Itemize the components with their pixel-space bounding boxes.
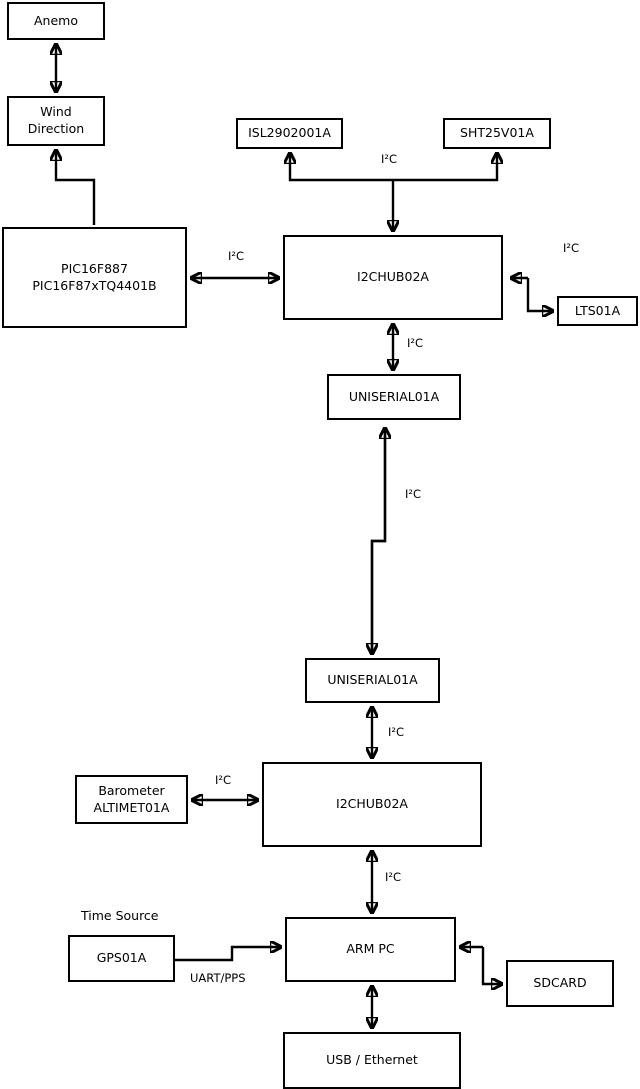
wire-hubtop-to-lts: [526, 278, 553, 311]
node-label-arm-pc: ARM PC: [346, 941, 395, 957]
node-lts01a[interactable]: LTS01A: [557, 296, 638, 326]
node-label-i2chub02a-bottom: I2CHUB02A: [336, 796, 408, 812]
node-label-lts01a: LTS01A: [574, 302, 621, 318]
node-arm-pc[interactable]: ARM PC: [285, 917, 456, 982]
node-barometer-altimet01a[interactable]: Barometer ALTIMET01A: [75, 775, 188, 824]
node-pic-microcontroller[interactable]: PIC16F887 PIC16F87xTQ4401B: [2, 227, 187, 328]
node-label-wind-direction: Wind Direction: [27, 104, 85, 136]
wire-pic-wind: [56, 150, 96, 225]
node-wind-direction[interactable]: Wind Direction: [7, 96, 105, 146]
node-gps01a[interactable]: GPS01A: [68, 935, 175, 982]
edge-label-i2c-barometer-hub2: I²C: [215, 773, 232, 787]
node-label-gps01a: GPS01A: [96, 950, 147, 966]
node-sdcard[interactable]: SDCARD: [506, 960, 614, 1007]
wire-uniserial-link-up: [370, 428, 385, 654]
edge-label-uart-pps: UART/PPS: [190, 971, 246, 985]
label-time-source: Time Source: [81, 908, 159, 923]
edge-label-i2c-sensor-bus: I²C: [381, 152, 398, 166]
edge-label-i2c-uniserial-link: I²C: [405, 487, 422, 501]
node-sht25v01a[interactable]: SHT25V01A: [443, 118, 551, 149]
wire-armpc-to-sdcard: [481, 947, 502, 984]
node-label-sht25v01a: SHT25V01A: [460, 125, 534, 141]
edge-label-i2c-hub2-armpc: I²C: [385, 870, 402, 884]
wire-bus-sht: [393, 153, 497, 182]
node-label-isl2902001a: ISL2902001A: [248, 125, 331, 141]
wire-uniserial-link-down: [372, 428, 387, 654]
node-label-sdcard: SDCARD: [533, 975, 587, 991]
node-i2chub02a-top[interactable]: I2CHUB02A: [283, 235, 503, 320]
node-label-uniserial01a-upper: UNISERIAL01A: [348, 388, 440, 404]
edge-label-i2c-pic-hub: I²C: [228, 249, 245, 263]
node-anemo[interactable]: Anemo: [7, 2, 105, 40]
edge-label-i2c-hub-lts: I²C: [563, 241, 580, 255]
node-label-usb-ethernet: USB / Ethernet: [326, 1052, 418, 1068]
wire-gps-armpc: [175, 947, 281, 962]
node-label-anemo: Anemo: [34, 12, 78, 28]
edge-label-i2c-uniserial-hub2: I²C: [388, 725, 405, 739]
node-uniserial01a-upper[interactable]: UNISERIAL01A: [327, 374, 461, 420]
node-label-barometer-altimet01a: Barometer ALTIMET01A: [93, 782, 170, 815]
wire-bus-isl: [290, 153, 393, 182]
node-label-pic-microcontroller: PIC16F887 PIC16F87xTQ4401B: [32, 260, 157, 293]
node-usb-ethernet[interactable]: USB / Ethernet: [283, 1032, 461, 1089]
node-isl2902001a[interactable]: ISL2902001A: [236, 118, 343, 149]
edge-label-i2c-hub-uniserial: I²C: [407, 336, 424, 350]
node-uniserial01a-lower[interactable]: UNISERIAL01A: [305, 658, 440, 703]
node-label-uniserial01a-lower: UNISERIAL01A: [327, 672, 418, 688]
node-i2chub02a-bottom[interactable]: I2CHUB02A: [262, 762, 482, 847]
node-label-i2chub02a-top: I2CHUB02A: [357, 269, 429, 285]
